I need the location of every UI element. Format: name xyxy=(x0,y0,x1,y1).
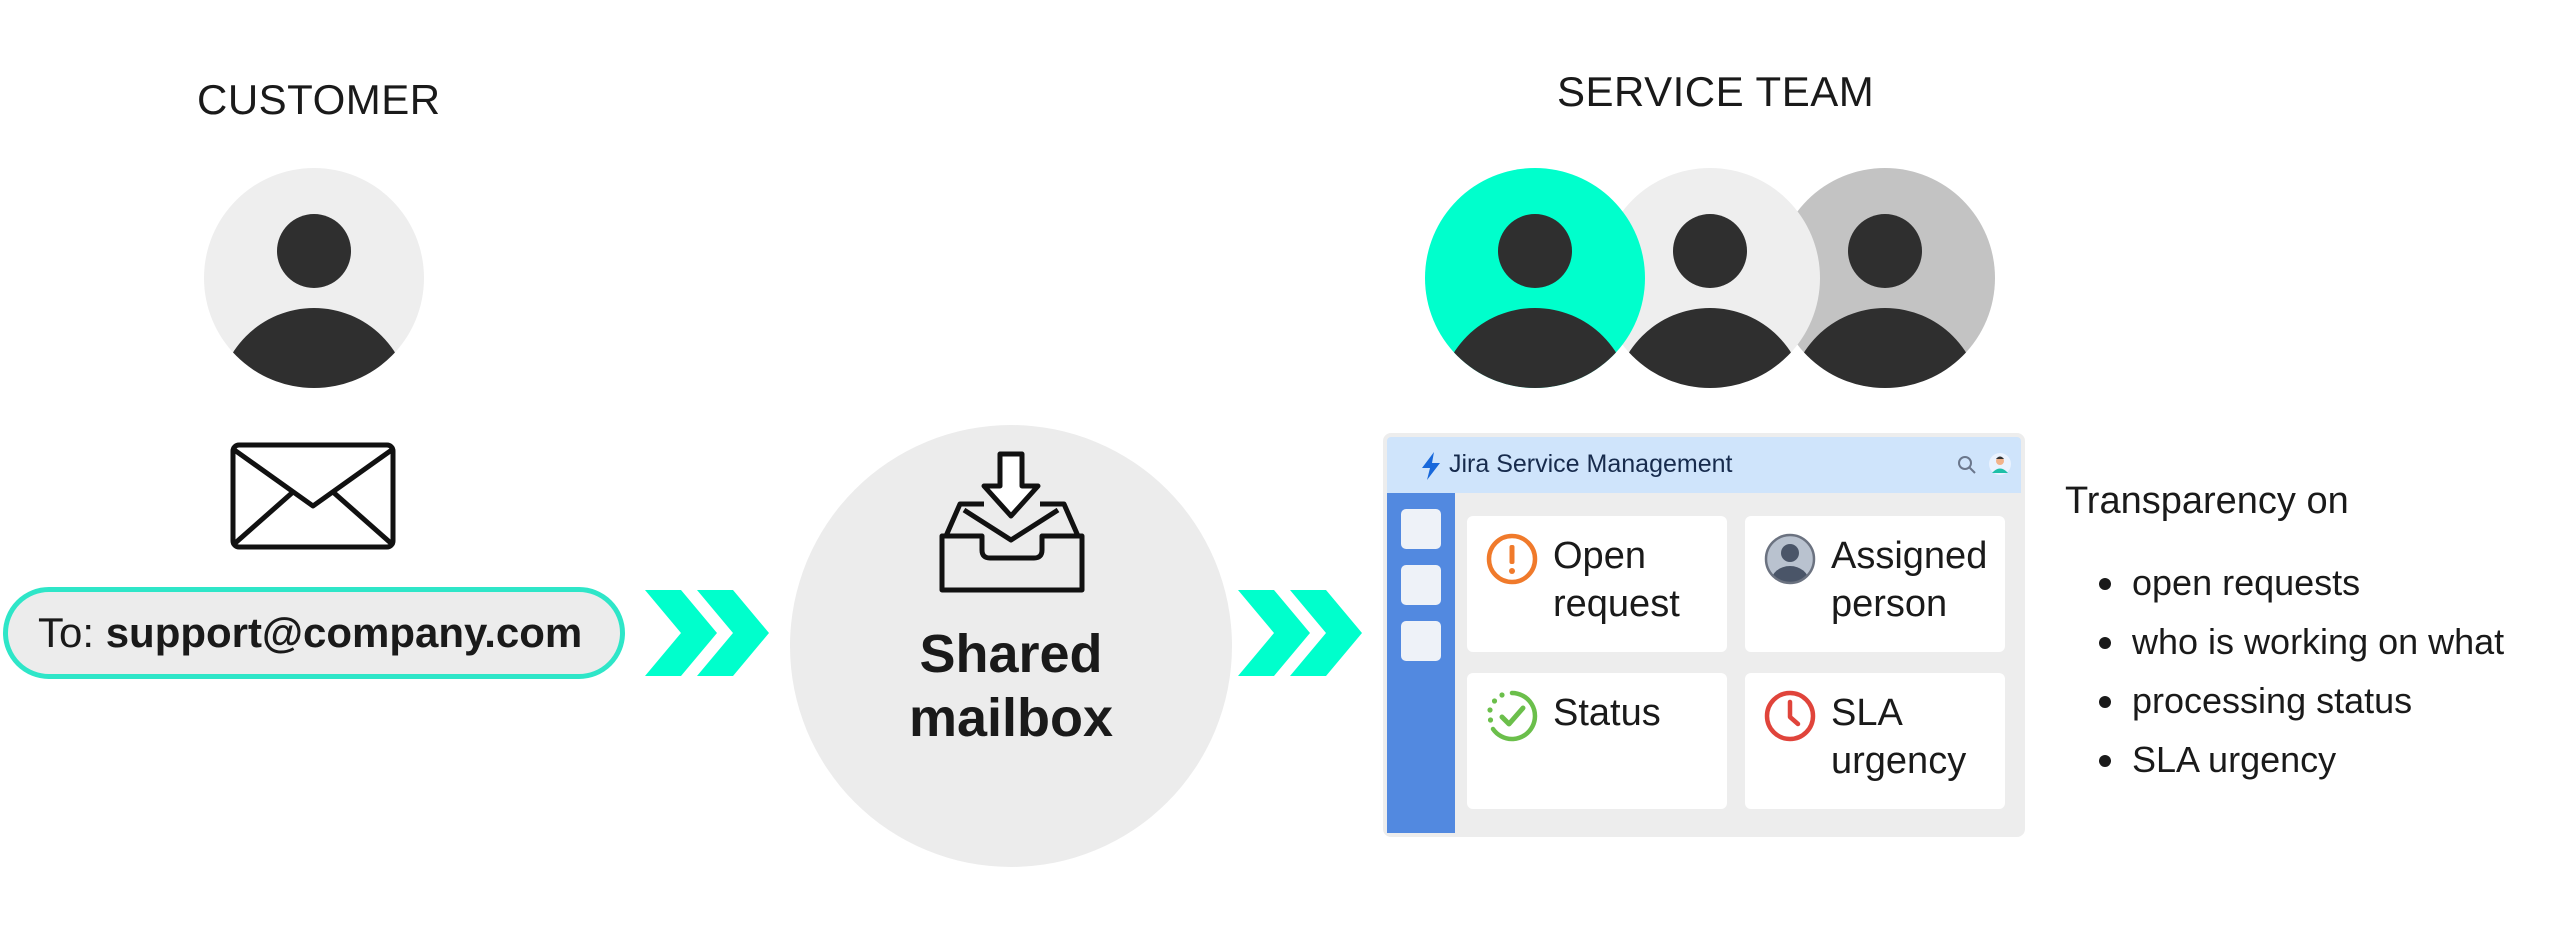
inbox-download-icon xyxy=(939,451,1085,593)
team-member-avatar-3 xyxy=(1775,168,1995,388)
sidebar-item[interactable] xyxy=(1401,621,1441,661)
person-icon xyxy=(1764,533,1816,585)
email-address: support@company.com xyxy=(105,609,583,656)
envelope-icon xyxy=(230,442,396,550)
email-prefix: To: xyxy=(38,609,106,656)
clock-icon xyxy=(1764,690,1816,742)
customer-heading: CUSTOMER xyxy=(197,76,441,123)
jira-topbar: Jira Service Management xyxy=(1387,437,2021,493)
status-card[interactable]: Status xyxy=(1467,673,1727,809)
lightning-bolt-icon xyxy=(1422,452,1440,480)
transparency-title: Transparency on xyxy=(2065,480,2349,522)
double-chevron-arrow-icon xyxy=(1238,590,1362,676)
list-item: who is working on what xyxy=(2077,615,2504,674)
card-label: Status xyxy=(1553,692,1661,734)
check-icon xyxy=(1487,690,1538,742)
search-icon[interactable] xyxy=(1957,455,1977,475)
sidebar-item[interactable] xyxy=(1401,565,1441,605)
service-team-heading: SERVICE TEAM xyxy=(1557,68,1875,115)
email-recipient-pill: To: support@company.com xyxy=(3,587,625,679)
mailbox-line1: Shared xyxy=(919,624,1103,684)
sidebar-item[interactable] xyxy=(1401,509,1441,549)
team-member-avatar-2 xyxy=(1600,168,1820,388)
list-item: open requests xyxy=(2077,556,2504,615)
user-avatar-icon[interactable] xyxy=(1989,453,2011,475)
warning-icon xyxy=(1486,533,1538,585)
list-item: SLA urgency xyxy=(2077,733,2504,792)
transparency-list: open requests who is working on what pro… xyxy=(2077,556,2504,792)
team-member-avatar-1 xyxy=(1425,168,1645,388)
jira-app-title: Jira Service Management xyxy=(1449,450,1733,478)
shared-mailbox-label: Shared mailbox xyxy=(790,622,1232,750)
list-item: processing status xyxy=(2077,674,2504,733)
double-chevron-arrow-icon xyxy=(645,590,769,676)
mailbox-line2: mailbox xyxy=(908,688,1114,748)
customer-avatar xyxy=(204,168,424,388)
jira-sidebar xyxy=(1387,493,1455,833)
